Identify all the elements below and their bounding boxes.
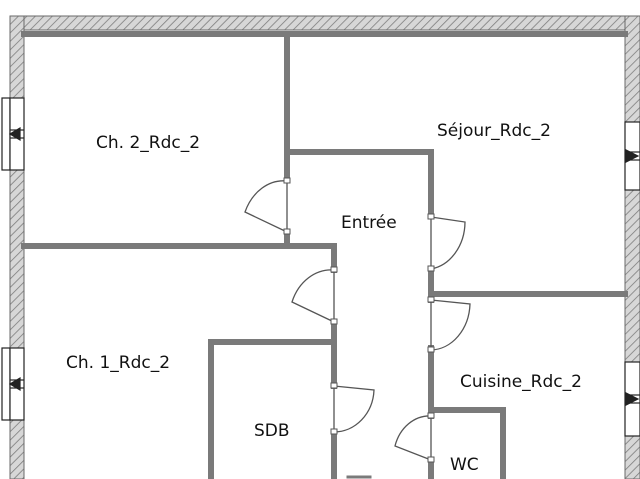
doors bbox=[244, 177, 471, 463]
door-cuisine bbox=[427, 296, 471, 353]
interior-walls bbox=[21, 31, 628, 479]
room-labels: Ch. 2_Rdc_2 Séjour_Rdc_2 Entrée Ch. 1_Rd… bbox=[66, 121, 582, 475]
window-sejour bbox=[624, 121, 640, 191]
exterior-wall-top bbox=[9, 15, 640, 31]
door-wc bbox=[394, 412, 435, 463]
door-ch2 bbox=[244, 177, 291, 235]
room-label-cuisine: Cuisine_Rdc_2 bbox=[460, 372, 582, 392]
window-ch2 bbox=[1, 97, 25, 171]
room-label-wc: WC bbox=[450, 455, 479, 475]
room-label-sdb: SDB bbox=[254, 421, 290, 441]
windows bbox=[1, 97, 640, 437]
room-label-entree: Entrée bbox=[341, 213, 397, 233]
door-ch1 bbox=[291, 266, 338, 325]
window-ch1 bbox=[1, 347, 25, 421]
door-sejour bbox=[427, 213, 466, 272]
window-cuisine bbox=[624, 361, 640, 437]
room-label-chambre-1: Ch. 1_Rdc_2 bbox=[66, 353, 170, 373]
room-label-sejour: Séjour_Rdc_2 bbox=[437, 121, 551, 141]
room-label-chambre-2: Ch. 2_Rdc_2 bbox=[96, 133, 200, 153]
door-sdb bbox=[330, 382, 375, 435]
